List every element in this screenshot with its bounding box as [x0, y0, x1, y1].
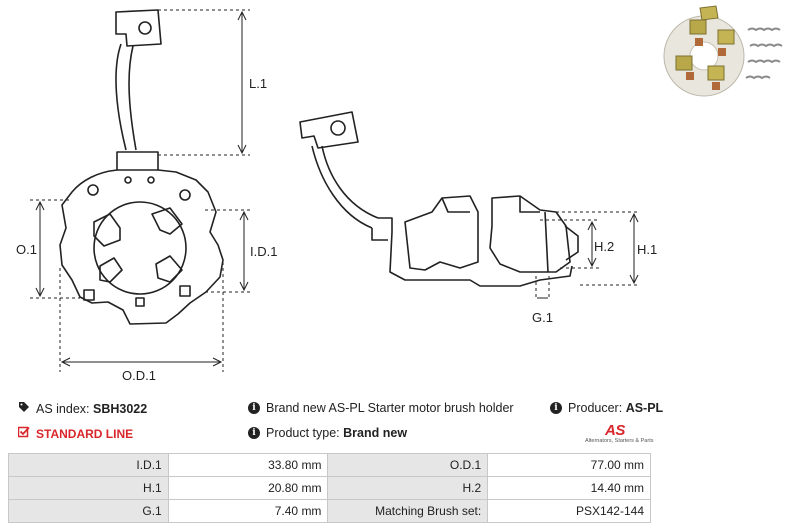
product-type-value: Brand new	[343, 426, 408, 440]
as-index-label: AS index:	[36, 401, 90, 416]
spec-label: G.1	[8, 499, 169, 523]
standard-line-label: STANDARD LINE	[36, 426, 134, 441]
as-index: AS index: SBH3022	[18, 401, 147, 416]
table-row: G.1 7.40 mm Matching Brush set: PSX142-1…	[8, 499, 651, 523]
product-photo	[663, 5, 783, 97]
spec-value: 14.40 mm	[487, 476, 651, 500]
brand-logo: AS Alternators, Starters & Parts	[585, 422, 665, 448]
spec-value: 7.40 mm	[167, 499, 329, 523]
standard-line: STANDARD LINE	[17, 426, 134, 441]
spec-label: H.1	[8, 476, 169, 500]
spec-label: I.D.1	[8, 453, 169, 477]
info-icon: i	[550, 402, 562, 414]
description-text: Brand new AS-PL Starter motor brush hold…	[266, 401, 514, 415]
dim-h2-label: H.2	[594, 239, 614, 254]
table-row: H.1 20.80 mm H.2 14.40 mm	[8, 476, 651, 500]
dim-id1-label: I.D.1	[250, 244, 277, 259]
side-view-dimensions	[535, 211, 640, 300]
as-index-value: SBH3022	[93, 401, 148, 416]
producer: i Producer: AS-PL	[550, 401, 663, 415]
dim-g1-label: G.1	[532, 310, 553, 325]
info-icon: i	[248, 402, 260, 414]
technical-drawing: L.1 O.1 I.D.1 O.D.1	[16, 5, 783, 383]
front-view-dimensions	[30, 9, 252, 372]
logo-tagline: Alternators, Starters & Parts	[585, 438, 654, 444]
spec-value: 77.00 mm	[487, 453, 651, 477]
info-icon: i	[248, 427, 260, 439]
producer-label: Producer:	[568, 401, 623, 415]
spec-label: H.2	[327, 476, 489, 500]
spec-label: O.D.1	[327, 453, 489, 477]
dim-l1-label: L.1	[249, 76, 267, 91]
front-view-drawing	[59, 9, 224, 325]
spec-value: 33.80 mm	[167, 453, 329, 477]
table-row: I.D.1 33.80 mm O.D.1 77.00 mm	[8, 453, 651, 477]
spec-value: 20.80 mm	[167, 476, 329, 500]
dim-h1-label: H.1	[637, 242, 657, 257]
product-type-label: Product type:	[266, 426, 340, 440]
dim-od1-label: O.D.1	[122, 368, 156, 383]
tag-icon	[18, 401, 30, 416]
specs-table: I.D.1 33.80 mm O.D.1 77.00 mm H.1 20.80 …	[8, 453, 651, 523]
spec-value: PSX142-144	[487, 499, 651, 523]
checkbox-icon	[17, 426, 30, 441]
product-type: i Product type: Brand new	[248, 426, 407, 440]
spec-label: Matching Brush set:	[327, 499, 489, 523]
dim-o1-label: O.1	[16, 242, 37, 257]
producer-value: AS-PL	[625, 401, 664, 415]
side-view-drawing	[299, 111, 579, 287]
logo-mark: AS	[605, 422, 625, 439]
description: i Brand new AS-PL Starter motor brush ho…	[248, 401, 514, 415]
